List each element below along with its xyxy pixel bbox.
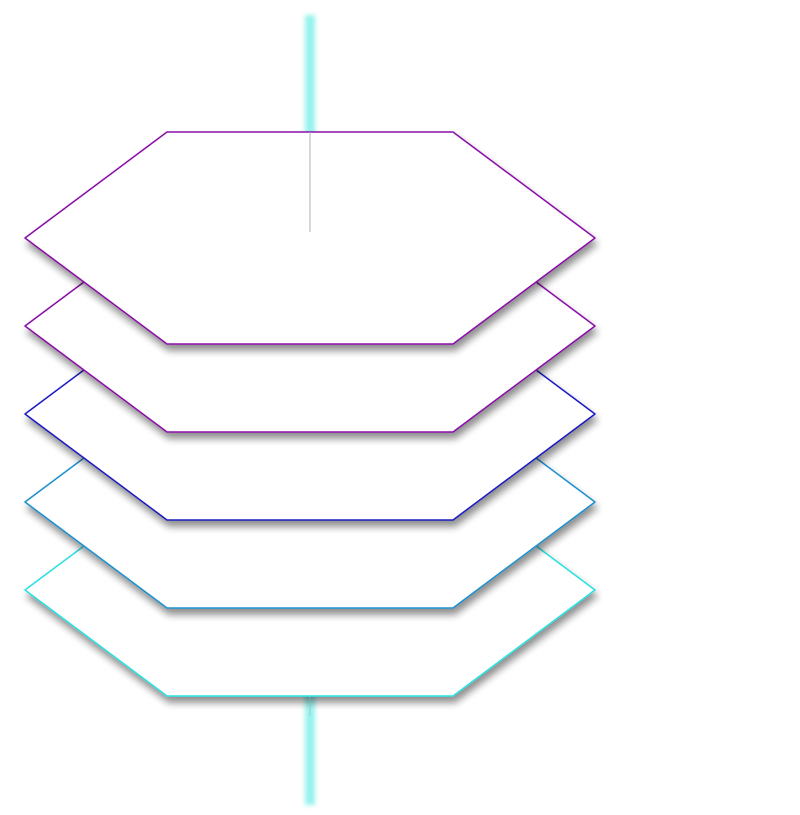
hexagon-layer-1 [24,131,596,345]
hexagon-layers [24,131,596,697]
axis-glow-bottom [305,690,315,805]
central-axis-glow [305,15,315,805]
axis-glow-top [305,15,315,135]
